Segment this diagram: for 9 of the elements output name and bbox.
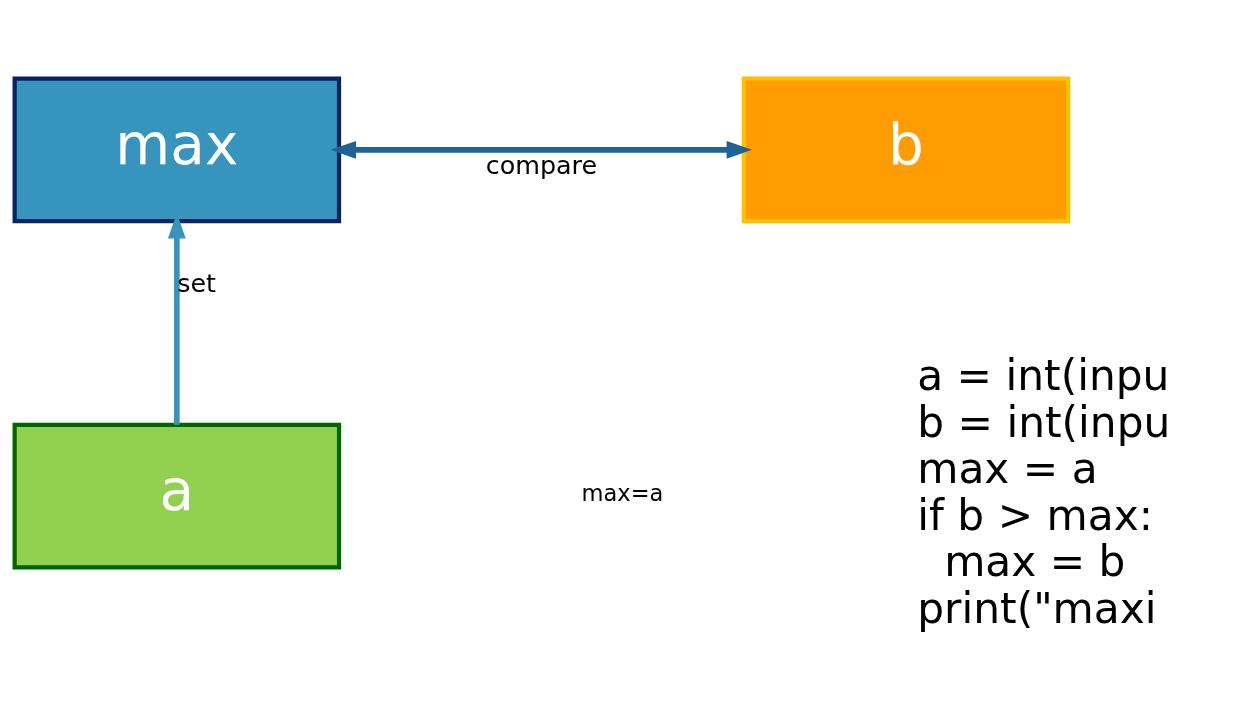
node-box: b [741, 76, 1071, 223]
label: max=a [581, 479, 664, 506]
node-box: a [12, 422, 342, 569]
label: max = a [917, 443, 1098, 493]
label: a = int(inpu [917, 350, 1170, 400]
edge-label: compare [485, 149, 598, 180]
node-box: max [12, 76, 342, 223]
arrow [330, 140, 753, 159]
label: print("maxi [917, 583, 1157, 633]
